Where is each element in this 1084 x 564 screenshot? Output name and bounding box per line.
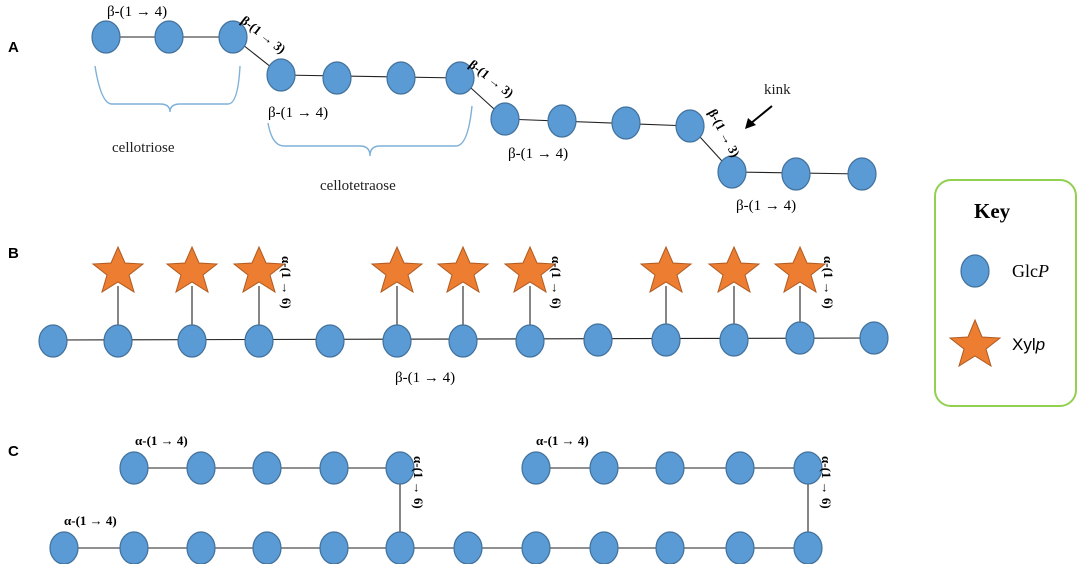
glc-node [719,323,749,357]
glc-node [521,531,551,564]
glc-node [103,324,133,358]
panel-label-c: C [8,443,19,460]
linkage-label-alpha-1-6: α-(1 → 6) [821,256,836,309]
linkage-label-alpha-1-6: α-(1 → 6) [411,456,426,509]
glc-node [186,451,216,485]
glc-node [725,531,755,564]
panel-b-xyl-stars [91,245,827,294]
glc-node [322,61,352,95]
panel-c-glc-nodes [49,451,823,564]
cellotriose-brace [94,65,241,113]
legend-key: Key GlcP Xylp [934,179,1077,407]
key-xyl-label: Xylp [1012,335,1045,354]
linkage-label-alpha-1-4: α-(1 → 4) [536,433,589,448]
panel-a-glc-nodes [91,20,877,191]
panel-label-a: A [8,39,19,56]
glc-node [119,531,149,564]
kink-arrow [745,105,773,129]
glc-node [515,324,545,358]
xyl-star [773,245,827,294]
linkage-label-alpha-1-6: α-(1 → 6) [549,256,564,309]
glc-node [490,102,520,136]
linkage-label-beta-1-4: β-(1 → 4) [395,370,455,386]
glc-node [119,451,149,485]
panel-a-edges [106,36,863,175]
cellotetraose-brace [267,105,473,157]
glc-node [49,531,79,564]
xyl-star [232,245,286,294]
glc-node [785,321,815,355]
glc-node [38,324,68,358]
glc-node [651,323,681,357]
key-glc-node [960,254,990,288]
glc-node [385,451,415,485]
glc-node [177,324,207,358]
glc-node [521,451,551,485]
glc-node [385,531,415,564]
glc-node [589,531,619,564]
linkage-label-beta-1-4: β-(1 → 4) [736,198,796,214]
glc-node [154,20,184,54]
xyl-star [707,245,761,294]
glc-node [244,324,274,358]
glc-node [266,58,296,92]
linkage-label-alpha-1-4: α-(1 → 4) [64,513,117,528]
linkage-label-alpha-1-4: α-(1 → 4) [135,433,188,448]
glc-node [448,324,478,358]
glc-node [847,157,877,191]
glc-node [547,104,577,138]
glc-node [252,451,282,485]
glc-node [453,531,483,564]
linkage-label-beta-1-4: β-(1 → 4) [508,146,568,162]
glc-node [319,451,349,485]
glc-node [315,324,345,358]
xyl-star [165,245,219,294]
glc-node [589,451,619,485]
glc-node [859,321,889,355]
linkage-label-alpha-1-6: α-(1 → 6) [819,456,834,509]
linkage-label-beta-1-3: β-(1 → 3) [705,106,743,159]
cellotetraose-label: cellotetraose [320,178,396,194]
glc-node [583,323,613,357]
xyl-star [503,245,557,294]
glc-node [725,451,755,485]
glc-node [445,61,475,95]
glc-node [186,531,216,564]
kink-label: kink [764,82,791,98]
xyl-star [370,245,424,294]
glc-node [611,106,641,140]
panel-c-edges [64,467,809,549]
key-xyl-star [948,318,1002,368]
glc-node [655,451,685,485]
cellotriose-label: cellotriose [112,140,175,156]
glc-node [218,20,248,54]
glc-node [675,109,705,143]
panel-b-branch-edges [117,286,801,325]
glc-node [319,531,349,564]
panel-b-glc-nodes [38,321,889,358]
linkage-label-alpha-1-6: α-(1 → 6) [279,256,294,309]
glc-node [655,531,685,564]
linkage-label-beta-1-4: β-(1 → 4) [107,4,167,20]
panel-label-b: B [8,245,19,262]
xyl-star [91,245,145,294]
glc-node [793,531,823,564]
glc-node [91,20,121,54]
glc-node [252,531,282,564]
key-glc-label: GlcP [1012,261,1049,281]
xyl-star [639,245,693,294]
glc-node [717,155,747,189]
key-title: Key [974,199,1011,223]
glc-node [793,451,823,485]
glc-node [386,61,416,95]
glc-node [781,157,811,191]
xyl-star [436,245,490,294]
linkage-label-beta-1-4: β-(1 → 4) [268,105,328,121]
glc-node [382,324,412,358]
